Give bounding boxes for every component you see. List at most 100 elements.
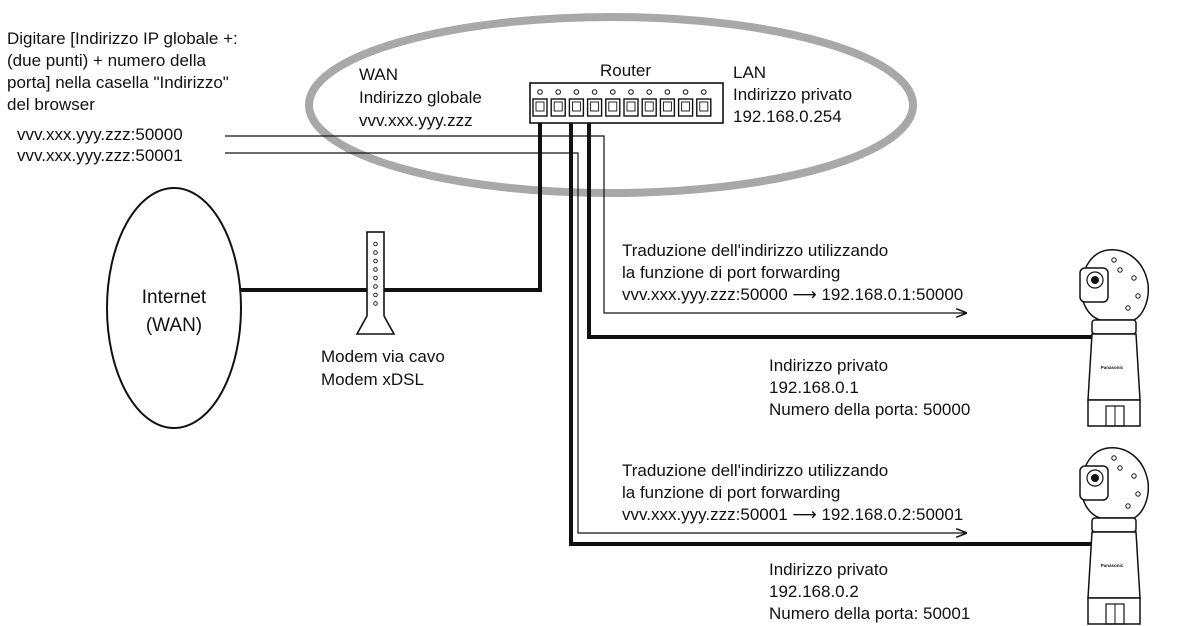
camera-screw-icon	[1117, 267, 1123, 273]
access-address-1: vvv.xxx.yyy.zzz:50000	[17, 125, 183, 144]
translation-mapping: vvv.xxx.yyy.zzz:50000 ⟶ 192.168.0.1:5000…	[622, 285, 963, 304]
camera-neck-icon	[1091, 517, 1137, 533]
wan-cable	[237, 112, 542, 292]
camera-screw-icon	[1111, 455, 1117, 461]
browser-instruction: Digitare [Indirizzo IP globale +: (due p…	[7, 29, 238, 114]
modem-led-icon	[373, 292, 378, 298]
access-address-2: vvv.xxx.yyy.zzz:50001	[17, 146, 183, 165]
camera-1-info: Indirizzo privato 192.168.0.1 Numero del…	[769, 356, 970, 419]
internet-label: Internet	[142, 287, 207, 308]
router-device	[529, 82, 724, 124]
router-port-icon	[677, 98, 694, 117]
lan-info: LAN Indirizzo privato 192.168.0.254	[733, 63, 852, 126]
router-led-icon	[555, 89, 562, 95]
router-led-icon	[537, 89, 543, 95]
camera-screw-icon	[1131, 275, 1137, 281]
router-port-icon	[641, 98, 657, 117]
router-port-icon	[696, 98, 712, 117]
translation-line: la funzione di port forwarding	[622, 263, 840, 282]
router-led-icon	[628, 89, 634, 95]
modem-led-icon	[373, 301, 378, 306]
camera-address-label: Indirizzo privato	[769, 560, 888, 579]
router-port-socket-icon	[553, 101, 563, 112]
router-port-socket-icon	[608, 101, 618, 112]
modem-device	[355, 231, 396, 335]
router-led-icon	[646, 89, 653, 95]
camera-screw-icon	[1117, 465, 1123, 471]
wan-address: vvv.xxx.yyy.zzz	[359, 111, 473, 130]
router-zone-ellipse	[305, 13, 917, 197]
modem-led-icon	[373, 250, 378, 255]
router-led-icon	[682, 89, 689, 95]
instruction-line: del browser	[7, 95, 95, 114]
translation-line: la funzione di port forwarding	[622, 483, 840, 502]
lan-title: LAN	[733, 63, 766, 82]
camera-port: Numero della porta: 50001	[769, 604, 970, 623]
router-port-icon	[623, 98, 639, 117]
router-led-icon	[610, 89, 616, 95]
router-port-icon	[532, 98, 548, 117]
router-port-icon	[568, 98, 585, 117]
router-ports	[532, 98, 712, 117]
modem-led-icon	[373, 267, 378, 272]
modem-leds	[373, 241, 378, 306]
camera-brand-logo: Panasonic	[1101, 365, 1124, 370]
modem-led-icon	[373, 241, 378, 247]
lan-address-label: Indirizzo privato	[733, 85, 852, 104]
router-port-socket-icon	[571, 101, 581, 112]
router-port-socket-icon	[662, 101, 672, 112]
router-led-icon	[591, 89, 598, 95]
translation-line: Traduzione dell'indirizzo utilizzando	[622, 461, 888, 480]
modem-led-icon	[373, 275, 378, 281]
router-port-socket-icon	[626, 101, 636, 112]
router-port-socket-icon	[699, 101, 709, 112]
router-led-icon	[701, 89, 707, 95]
camera-screw-icon	[1125, 305, 1131, 311]
modem-label-xdsl: Modem xDSL	[321, 370, 424, 389]
wan-address-label: Indirizzo globale	[359, 88, 482, 107]
access-line-2	[225, 152, 967, 533]
camera-screw-icon	[1135, 491, 1141, 497]
port-forwarding-note-1: Traduzione dell'indirizzo utilizzando la…	[622, 241, 963, 304]
camera-1-icon: Panasonic	[1079, 249, 1150, 427]
lan-address: 192.168.0.254	[733, 107, 842, 126]
router-label: Router	[600, 61, 651, 80]
router-port-socket-icon	[535, 101, 545, 112]
lan-cable-camera-2	[569, 112, 1095, 546]
camera-address-label: Indirizzo privato	[769, 356, 888, 375]
camera-address: 192.168.0.1	[769, 378, 859, 397]
router-port-icon	[659, 98, 676, 117]
router-leds	[537, 89, 707, 95]
camera-lens-center-icon	[1091, 276, 1099, 284]
internet-sublabel: (WAN)	[146, 315, 202, 336]
camera-screw-icon	[1111, 257, 1117, 263]
camera-neck-icon	[1091, 319, 1137, 335]
instruction-line: porta] nella casella "Indirizzo"	[7, 73, 229, 92]
modem-label-cable: Modem via cavo	[321, 347, 445, 366]
router-led-icon	[664, 89, 671, 95]
access-line-1	[225, 135, 967, 313]
router-port-socket-icon	[681, 101, 691, 112]
router-port-icon	[550, 98, 566, 117]
instruction-line: (due punti) + numero della	[7, 51, 206, 70]
camera-screw-icon	[1125, 503, 1131, 509]
camera-port: Numero della porta: 50000	[769, 400, 970, 419]
camera-base-icon	[1087, 597, 1141, 625]
router-led-icon	[573, 89, 580, 95]
camera-2-info: Indirizzo privato 192.168.0.2 Numero del…	[769, 560, 970, 623]
wan-info: WAN Indirizzo globale vvv.xxx.yyy.zzz	[359, 65, 482, 130]
camera-screw-icon	[1135, 293, 1141, 299]
translation-line: Traduzione dell'indirizzo utilizzando	[622, 241, 888, 260]
camera-base-icon	[1087, 399, 1141, 427]
camera-brand-logo: Panasonic	[1101, 563, 1124, 568]
router-port-socket-icon	[590, 101, 600, 112]
instruction-line: Digitare [Indirizzo IP globale +:	[7, 29, 238, 48]
camera-screw-icon	[1131, 473, 1137, 479]
lan-cable-camera-1	[587, 112, 1095, 339]
modem-led-icon	[373, 258, 378, 264]
internet-cloud	[106, 187, 242, 429]
translation-mapping: vvv.xxx.yyy.zzz:50001 ⟶ 192.168.0.2:5000…	[622, 505, 963, 524]
wan-title: WAN	[359, 65, 398, 84]
router-port-icon	[586, 98, 603, 117]
